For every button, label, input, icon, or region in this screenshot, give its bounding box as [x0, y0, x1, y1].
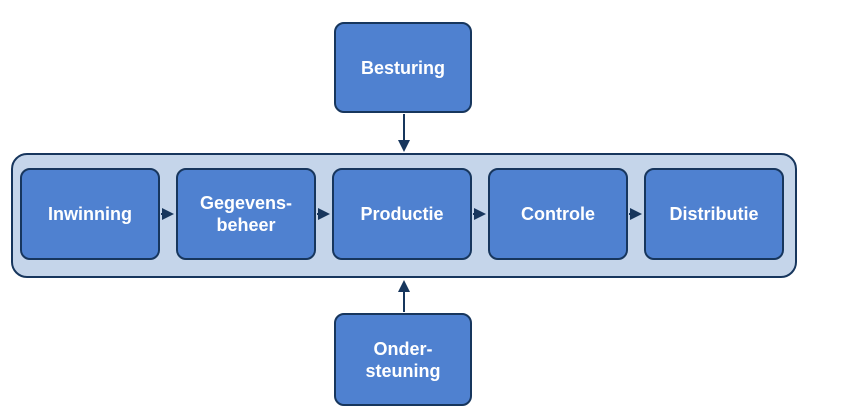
process-step-distributie: Distributie: [644, 168, 784, 260]
process-step-label: Controle: [521, 204, 595, 224]
process-step-productie: Productie: [332, 168, 472, 260]
support-box-label: Onder- steuning: [365, 338, 441, 381]
control-box-label: Besturing: [360, 57, 445, 78]
control-box: Besturing: [334, 22, 472, 113]
process-step-inwinning: Inwinning: [20, 168, 160, 260]
process-step-label: Distributie: [669, 204, 759, 224]
process-step-label: Productie: [360, 204, 444, 224]
process-step-label: Inwinning: [48, 204, 132, 224]
process-step-gegevensbeheer: Gegevens- beheer: [176, 168, 316, 260]
process-step-label: Gegevens- beheer: [199, 193, 293, 235]
support-box: Onder- steuning: [334, 313, 472, 406]
process-step-controle: Controle: [488, 168, 628, 260]
